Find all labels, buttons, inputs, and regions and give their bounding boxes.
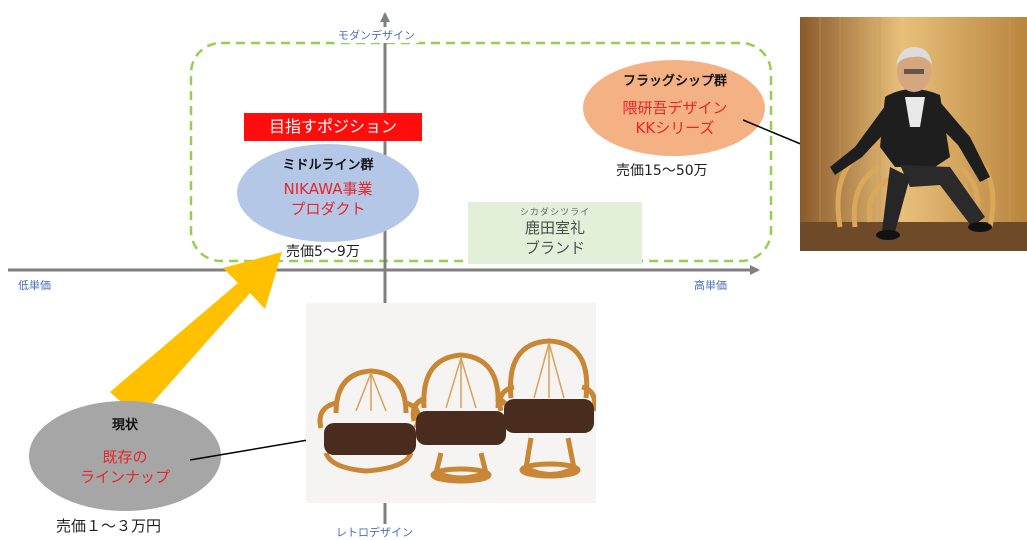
axis-label-retro: レトロデザイン <box>332 524 417 540</box>
axis-label-low-price: 低単価 <box>18 279 51 292</box>
current-title: 現状 <box>111 418 138 433</box>
flagship-name-1: 隈研吾デザイン <box>622 99 728 117</box>
growth-arrow <box>110 252 282 418</box>
target-position-label: 目指すポジション <box>244 113 422 141</box>
flagship-name-2: KKシリーズ <box>635 119 715 137</box>
current-text: 現状 既存の ラインナップ <box>32 414 218 487</box>
chair-product-photo <box>306 303 596 503</box>
flagship-text: フラッグシップ群 隈研吾デザイン KKシリーズ <box>585 70 765 138</box>
designer-photo <box>800 17 1027 251</box>
flagship-title: フラッグシップ群 <box>622 74 727 89</box>
middle-line-name-1: NIKAWA事業 <box>283 180 373 198</box>
modern-region-border <box>189 41 773 263</box>
shikada-name-2: ブランド <box>524 239 585 257</box>
shikada-ruby: シカダシツライ <box>519 208 591 218</box>
current-connector <box>189 439 309 461</box>
current-ellipse <box>29 401 221 511</box>
chair-1 <box>317 368 421 474</box>
axis-label-high-price: 高単価 <box>690 277 731 293</box>
shikada-brand-box: シカダシツライ 鹿田室礼 ブランド <box>468 202 642 264</box>
shikada-name-1: 鹿田室礼 <box>524 219 585 237</box>
middle-line-name-2: プロダクト <box>290 200 366 218</box>
current-price: 売価１～３万円 <box>56 517 162 535</box>
middle-line-ellipse <box>237 144 419 242</box>
current-name-1: 既存の <box>102 448 148 466</box>
axis-label-modern: モダンデザイン <box>334 27 419 43</box>
middle-line-text: ミドルライン群 NIKAWA事業 プロダクト <box>240 154 416 219</box>
flagship-ellipse <box>583 60 765 156</box>
middle-line-price: 売価5～9万 <box>286 244 360 260</box>
flagship-price: 売価15～50万 <box>616 163 708 179</box>
middle-line-title: ミドルライン群 <box>282 158 374 173</box>
current-name-2: ラインナップ <box>79 468 170 486</box>
